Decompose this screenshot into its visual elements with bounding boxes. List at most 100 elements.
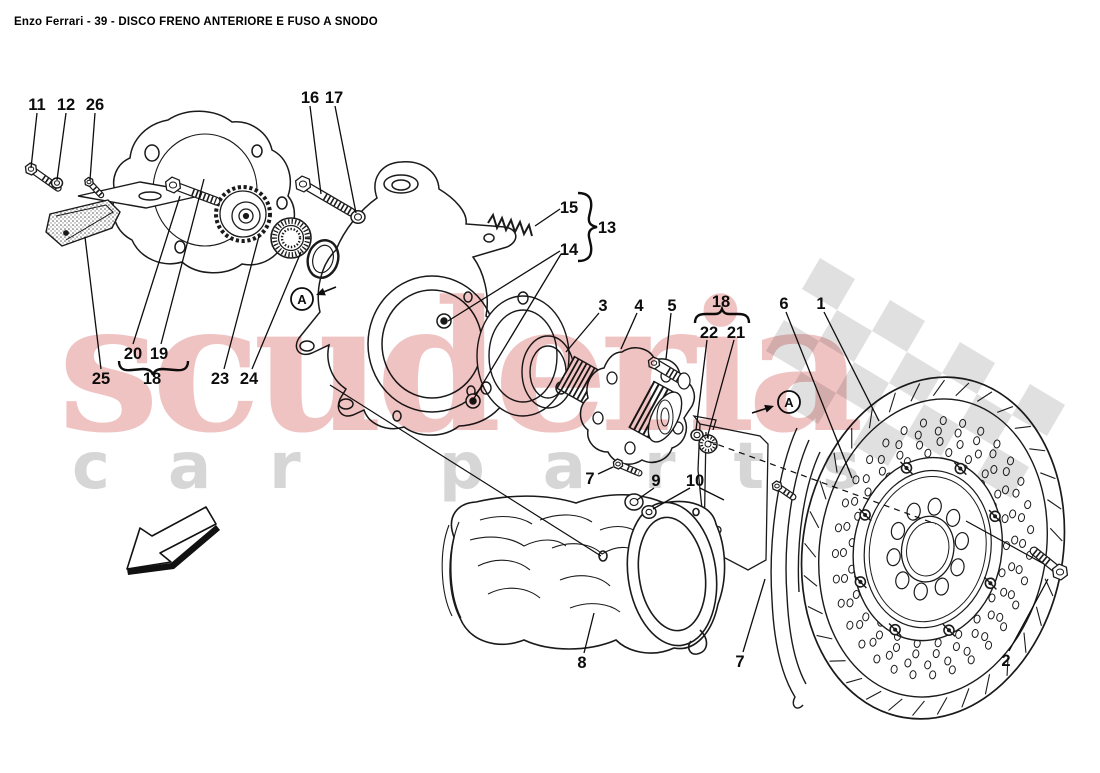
bolt-head [24,162,38,176]
flange-hole [606,371,618,385]
disc-drill-hole [869,637,877,647]
flange-hole [624,441,636,455]
disc-center-bore [900,515,955,583]
disc-drill-hole [862,474,870,484]
disc-drill-hole [846,620,854,630]
disc-drill-hole [974,449,982,459]
leader-line [160,178,205,345]
disc-drill-hole [1017,476,1025,486]
callout-label: A [297,292,307,307]
disc-drill-hole [924,660,932,670]
checker-cell [959,394,1012,446]
part-label: 2 [1001,652,1010,670]
callout-arrowhead [764,404,774,413]
part-label: 8 [577,654,586,672]
disc-drill-hole [873,654,881,664]
disc-drill-hole [924,448,932,458]
disc-drill-hole [963,646,971,656]
disc-drill-hole [956,440,964,449]
disc-drill-hole [934,426,942,436]
disc-drill-hole [1015,565,1023,575]
part-label: 18 [143,370,161,388]
leader-line [597,466,614,475]
disc-drill-hole [912,649,920,659]
disc-drill-hole [955,629,963,639]
checker-cell [889,352,942,404]
washer [641,504,657,520]
nut-9 [624,493,644,511]
checker-cell [942,342,995,394]
disc-drill-hole [1002,541,1011,551]
disc-drill-hole [882,438,890,448]
part-label: 16 [301,89,319,107]
part-label: 13 [598,219,616,237]
bolt-head [1051,563,1069,581]
disc-drill-hole [973,614,981,624]
leader-line [785,311,853,479]
flange-hole [592,411,604,425]
disc-drill-hole [998,568,1006,578]
seal-ring-drawing [306,239,340,279]
page-title: Enzo Ferrari - 39 - DISCO FRENO ANTERIOR… [14,16,378,28]
leader-line [706,339,735,439]
leader-line [251,251,302,370]
leader-line [695,339,708,431]
wheel-bolt-hole [913,582,928,601]
leader-line [334,105,357,214]
part-label: 3 [598,297,607,315]
part-label: 19 [150,345,168,363]
disc-drill-hole [1007,590,1015,600]
checker-cell [783,372,836,424]
disc-drill-hole [1012,600,1020,610]
washer [690,428,704,442]
part-label: 21 [727,324,745,342]
disc-drill-hole [856,619,864,629]
callout-circle [777,390,801,414]
leader-line [636,487,655,501]
leader-line [665,312,672,360]
disc-drill-hole [916,440,924,450]
disc-drill-hole [885,650,893,660]
checker-cell [906,404,959,456]
disc-drill-hole [944,656,952,666]
checker-cell [872,300,925,352]
disc-drill-hole [959,418,967,428]
bolt-head [84,176,94,188]
disc-rim-inner-edge [818,398,1048,698]
leader-line [84,236,102,370]
disc-drill-hole [877,454,885,464]
disc-drill-hole [839,548,847,558]
watermark-text-secondary: car parts [72,430,918,504]
leader-line [89,112,96,181]
disc-drill-hole [936,436,944,446]
part-label: 6 [779,295,788,313]
fasteners-drawing [24,162,1069,581]
disc-drill-hole [1002,467,1010,477]
part-label: 4 [634,297,644,315]
disc-drill-hole [987,610,995,620]
disc-drill-hole [989,449,997,459]
bolt-head [612,458,624,470]
brace-13 [577,191,598,263]
leader-line [223,235,260,370]
lock-nut-drawing [270,217,312,259]
leader-line [823,311,880,422]
part-label: 18 [712,293,730,311]
watermark-text-primary: scuderia [58,262,860,473]
disc-drill-hole [929,670,937,680]
part-label: 9 [651,472,660,490]
wheel-bolt-hole [954,531,970,551]
disc-drill-hole [967,655,975,665]
bolt-head [771,480,783,492]
disc-drill-hole [878,466,886,476]
disc-drill-hole [1000,587,1008,597]
leader-line [56,112,67,181]
disc-drill-hole [866,455,874,465]
disc-drill-hole [862,612,870,622]
disc-drill-hole [1001,514,1009,524]
leader-line [652,487,691,510]
callout-circle [290,287,314,311]
part-label: 20 [124,345,142,363]
checker-cell [1012,384,1065,436]
tone-wheel-gear-drawing [214,185,272,243]
